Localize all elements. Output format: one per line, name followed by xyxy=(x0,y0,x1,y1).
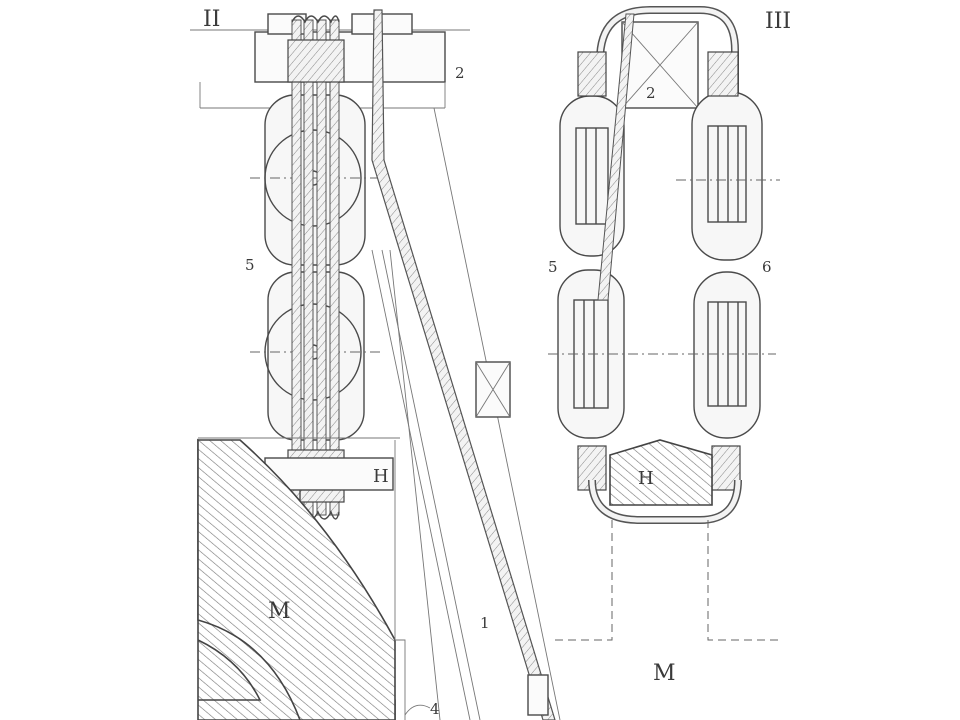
view-label-left: II xyxy=(203,7,220,32)
base-dash-left xyxy=(552,520,613,641)
right-diagonal-rope xyxy=(597,13,635,301)
right-label-6: 6 xyxy=(762,258,772,276)
right-lower-right-pulley-6 xyxy=(693,271,761,439)
base-dash-right xyxy=(707,520,782,641)
right-label-H: H xyxy=(638,468,654,489)
lower-pulley-block xyxy=(267,271,365,441)
right-view xyxy=(548,6,782,641)
long-diagonal-rope xyxy=(371,9,556,720)
right-H-block xyxy=(609,439,713,506)
section-step xyxy=(395,639,406,720)
mast-inner-edge-3 xyxy=(389,249,441,720)
right-label-M: M xyxy=(653,661,676,686)
left-label-1: 1 xyxy=(480,614,490,632)
ul-sheave-frame xyxy=(575,127,609,225)
left-label-H: H xyxy=(373,466,389,487)
binding-top-right xyxy=(707,51,739,97)
top-binding xyxy=(287,39,345,83)
binding-top-left xyxy=(577,51,607,97)
top-block-2 xyxy=(254,31,446,83)
right-label-2: 2 xyxy=(646,84,656,102)
right-label-5: 5 xyxy=(548,258,558,276)
left-rope-strands xyxy=(291,15,340,520)
left-label-5: 5 xyxy=(245,256,255,274)
left-view xyxy=(190,9,561,720)
right-upper-right-pulley xyxy=(691,91,763,261)
left-label-M: M xyxy=(268,599,291,624)
leader-4 xyxy=(404,704,431,716)
lower-marker-box xyxy=(527,674,549,716)
left-label-2: 2 xyxy=(455,64,465,82)
ur-sheave-frame xyxy=(707,125,747,223)
labels: II III 2 5 H M 1 4 2 5 6 H M xyxy=(203,7,791,718)
left-label-4: 4 xyxy=(430,700,440,718)
mast-inner-edge xyxy=(371,249,471,720)
upper-pulley-block xyxy=(264,94,366,266)
view-label-right: III xyxy=(765,9,791,34)
